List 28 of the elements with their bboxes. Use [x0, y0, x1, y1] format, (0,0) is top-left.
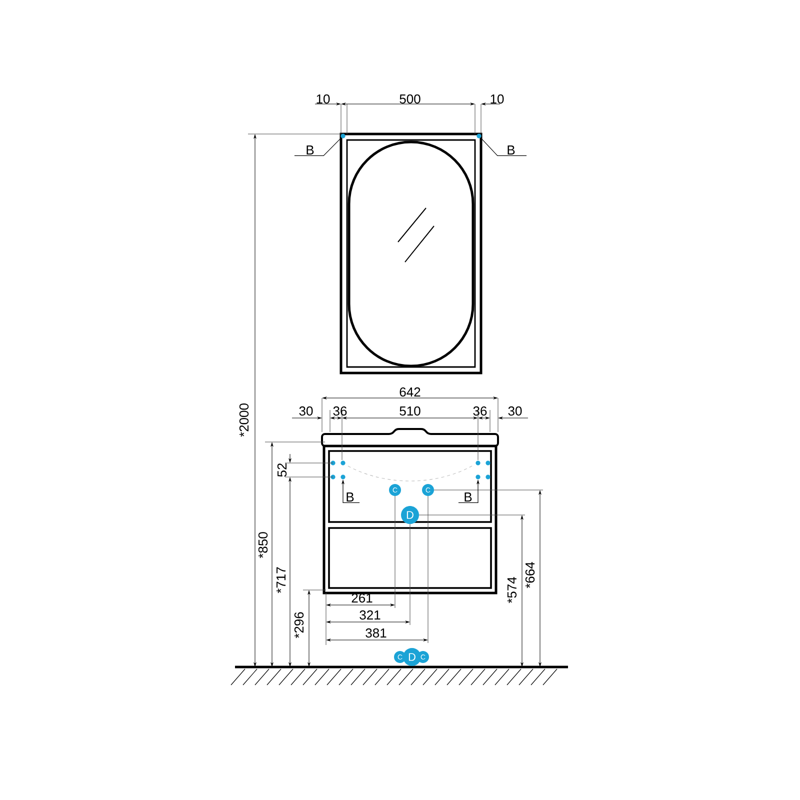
dimension-label: *574: [507, 577, 517, 604]
dimension-label: 36: [473, 406, 487, 416]
dimension-label: *850: [258, 532, 268, 558]
dimension-label: 642: [400, 387, 420, 397]
leader-line: [294, 137, 342, 156]
mount-hole-mark: [340, 134, 346, 138]
view-label: B: [508, 146, 515, 154]
mount-hole-mark: [340, 474, 346, 480]
view-label: B: [346, 492, 354, 502]
dimension-label: *664: [525, 562, 535, 588]
dimension-label: 36: [333, 406, 347, 416]
dimension-label: 381: [366, 628, 386, 638]
dimension-label: 10: [490, 94, 504, 104]
view-label: B: [306, 146, 314, 154]
dimension-label: 510: [400, 406, 420, 416]
dimension-label: 30: [508, 406, 522, 416]
dimension-label: 10: [316, 94, 330, 104]
leader-line: [480, 138, 527, 156]
dimension-label: 321: [360, 610, 380, 620]
mount-hole-mark: [476, 134, 482, 138]
dimension-label: *296: [294, 612, 304, 638]
dimension-label: 500: [400, 94, 420, 104]
dimension-label: *2000: [239, 404, 249, 437]
dimension-label: *717: [276, 567, 286, 594]
mount-hole-mark: [476, 474, 480, 480]
view-label: B: [464, 492, 472, 502]
dimension-label: 52: [277, 463, 287, 477]
dimension-label: 30: [299, 406, 313, 416]
